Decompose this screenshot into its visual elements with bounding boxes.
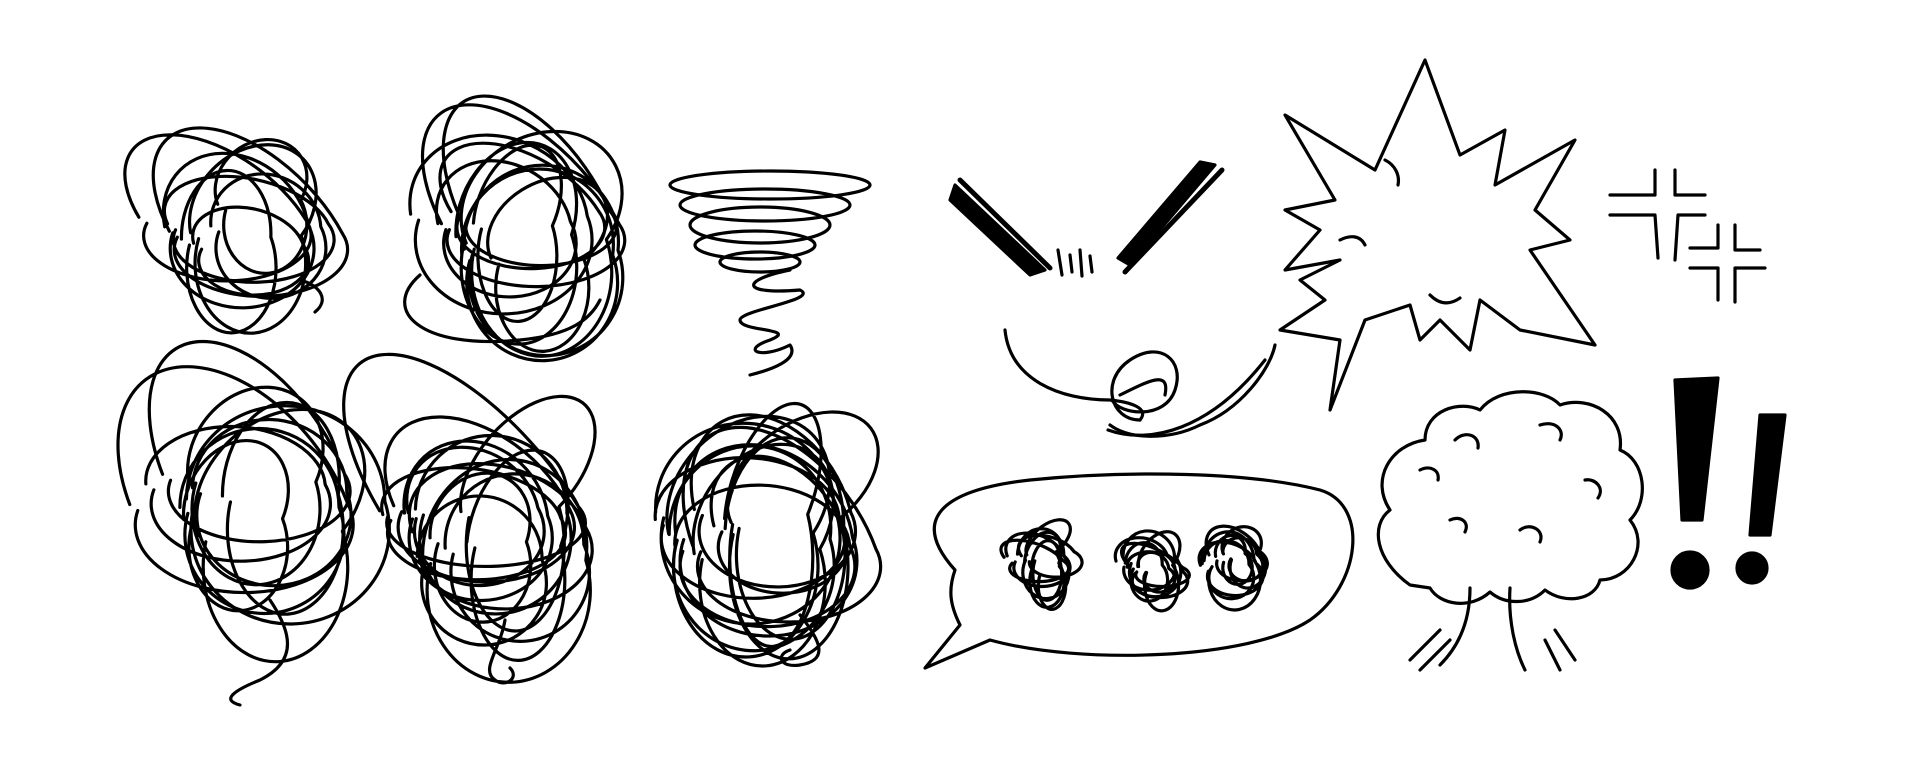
grumble-mouth-icon — [1003, 328, 1277, 438]
double-exclamation-icon — [1670, 376, 1787, 590]
explosion-burst-icon — [1278, 58, 1597, 412]
speech-bubble-scribbles-icon — [923, 472, 1355, 670]
scribble-tangle-knot-icon — [342, 352, 597, 685]
tornado-scribble-icon — [668, 169, 872, 377]
anger-vein-marks-icon — [1608, 168, 1767, 304]
mushroom-cloud-icon — [1376, 390, 1644, 672]
scribble-ball-icon — [123, 126, 350, 335]
scribble-tangle-tail-icon — [116, 339, 391, 707]
scribble-tangle-cloud-icon — [653, 401, 883, 668]
scribble-ball-dense-icon — [403, 94, 627, 363]
angry-eyebrows-icon — [948, 160, 1225, 278]
